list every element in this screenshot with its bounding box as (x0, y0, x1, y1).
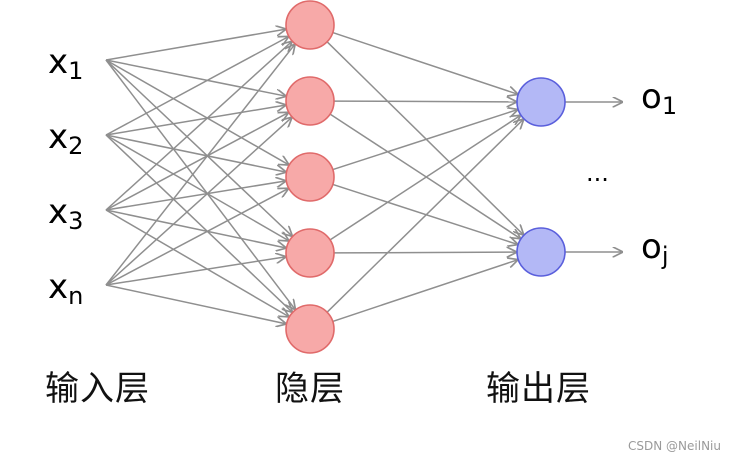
edge-hidden-5-output-1 (326, 120, 523, 313)
edge-hidden-1-output-2 (326, 41, 523, 235)
hidden-node-2 (285, 76, 335, 126)
edge-input-2-hidden-4 (105, 134, 288, 240)
input-label-1: x1 (48, 42, 83, 85)
output-node-1 (516, 77, 566, 127)
input-label-n: xn (48, 267, 83, 310)
output-label-1: o1 (641, 77, 677, 120)
edge-input-4-hidden-3 (105, 189, 288, 286)
edge-hidden-4-output-1 (329, 116, 520, 241)
hidden-layer-nodes (285, 0, 335, 354)
edge-input-3-hidden-4 (105, 209, 286, 248)
edge-input-4-hidden-1 (105, 45, 295, 286)
edge-input-1-hidden-1 (105, 29, 285, 61)
edge-hidden-4-output-2 (333, 252, 516, 253)
output-label-j-sub: j (661, 242, 669, 270)
edge-hidden-2-output-2 (329, 113, 520, 238)
edge-input-3-hidden-5 (105, 209, 288, 316)
edge-input-4-hidden-4 (105, 257, 285, 286)
hidden-node-3 (285, 152, 335, 202)
hidden-layer-label: 隐层 (275, 369, 345, 409)
input-label-1-sub: 1 (68, 57, 83, 85)
edge-input-4-hidden-2 (105, 118, 291, 286)
output-label-j: oj (641, 227, 668, 270)
input-label-2-sub: 2 (68, 132, 83, 160)
output-label-1-main: o (641, 77, 662, 117)
output-node-2 (516, 227, 566, 277)
edge-input-4-hidden-5 (105, 284, 286, 324)
output-arrows (565, 102, 622, 252)
output-layer-nodes (516, 77, 566, 277)
input-label-2-main: x (48, 117, 68, 157)
ellipsis: ... (586, 159, 609, 187)
input-label-3-sub: 3 (68, 207, 83, 235)
input-layer-label: 输入层 (45, 369, 150, 409)
edge-input-2-hidden-3 (105, 134, 286, 172)
input-label-2: x2 (48, 117, 83, 160)
output-label-j-main: o (641, 227, 662, 267)
edge-input-3-hidden-1 (105, 42, 291, 211)
output-label-1-sub: 1 (662, 92, 677, 120)
edge-input-3-hidden-3 (105, 181, 285, 211)
input-label-3: x3 (48, 192, 83, 235)
edge-hidden-1-output-1 (332, 31, 518, 95)
output-layer-label: 输出层 (486, 369, 591, 409)
hidden-node-5 (285, 304, 335, 354)
edge-input-3-hidden-2 (105, 113, 288, 211)
input-label-n-main: x (48, 267, 68, 307)
edge-input-2-hidden-5 (105, 134, 292, 312)
input-label-n-sub: n (68, 282, 83, 310)
edge-input-1-hidden-5 (105, 59, 295, 309)
edge-input-1-hidden-3 (105, 59, 288, 165)
hidden-node-4 (285, 228, 335, 278)
hidden-to-output-edges (326, 31, 523, 323)
edge-input-1-hidden-2 (105, 59, 285, 96)
edge-input-2-hidden-2 (105, 105, 285, 136)
input-label-3-main: x (48, 192, 68, 232)
edge-input-2-hidden-1 (105, 37, 288, 136)
edge-hidden-2-output-1 (333, 101, 516, 102)
edge-hidden-5-output-2 (332, 260, 518, 323)
watermark: CSDN @NeilNiu (628, 439, 721, 453)
input-to-hidden-edges (105, 29, 295, 324)
hidden-node-1 (285, 0, 335, 50)
edge-input-1-hidden-4 (105, 59, 292, 236)
input-label-1-main: x (48, 42, 68, 82)
edge-hidden-3-output-2 (332, 183, 517, 244)
edge-hidden-3-output-1 (332, 110, 517, 171)
